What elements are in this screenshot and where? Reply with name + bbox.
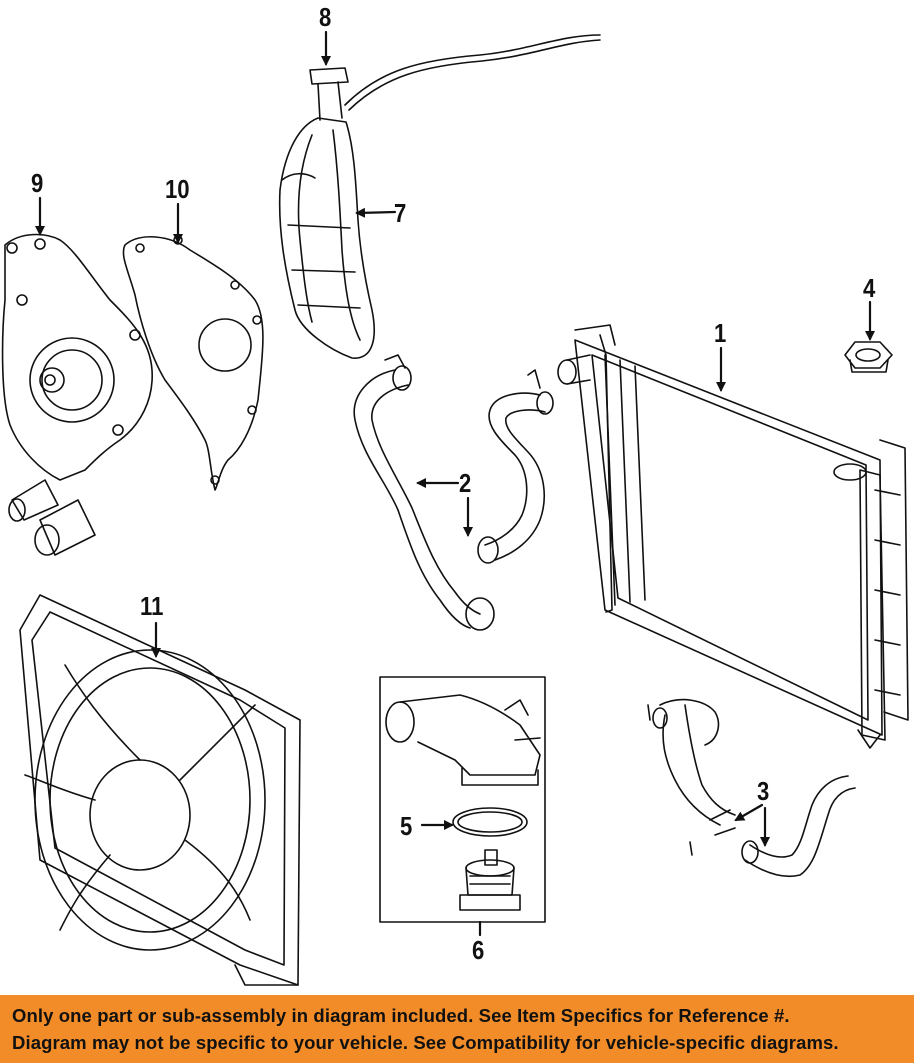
radiator-cap-part (845, 342, 892, 372)
callout-2: 2 (459, 468, 472, 498)
lower-hose-part (648, 700, 855, 877)
upper-hose-part (354, 355, 494, 630)
coolant-reservoir-part (280, 118, 375, 358)
disclaimer-line-1: Only one part or sub-assembly in diagram… (12, 1005, 790, 1026)
callout-6: 6 (472, 935, 485, 965)
radiator-hose-part (478, 370, 553, 563)
callout-1: 1 (714, 318, 727, 348)
fan-shroud-part (20, 595, 300, 985)
callout-3: 3 (757, 776, 770, 806)
callout-10: 10 (165, 174, 190, 204)
parts-diagram (0, 0, 914, 995)
seal-ring-part (453, 808, 527, 836)
callout-7: 7 (394, 198, 407, 228)
callout-11: 11 (140, 591, 164, 621)
disclaimer-banner: Only one part or sub-assembly in diagram… (0, 995, 914, 1063)
radiator-part (558, 325, 908, 748)
disclaimer-line-2: Diagram may not be specific to your vehi… (12, 1032, 839, 1053)
pump-gasket-part (123, 236, 262, 490)
callout-8: 8 (319, 2, 332, 32)
water-pump-part (3, 235, 153, 555)
callout-5: 5 (400, 811, 413, 841)
reservoir-cap-part (310, 35, 600, 120)
thermostat-housing-part (386, 695, 540, 785)
thermostat-box (380, 677, 545, 922)
callout-4: 4 (863, 273, 876, 303)
leader-arrows (35, 32, 875, 935)
callout-9: 9 (31, 168, 44, 198)
thermostat-part (460, 850, 520, 910)
